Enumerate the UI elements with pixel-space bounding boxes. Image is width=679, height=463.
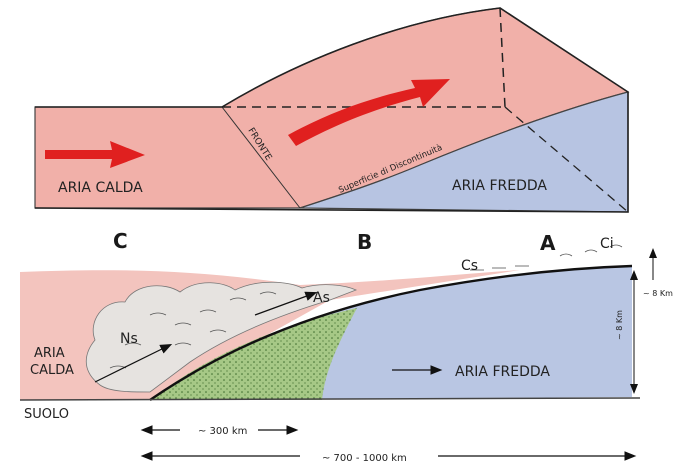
warm-air-label-line2: CALDA: [30, 363, 74, 378]
cold-air-label-top: ARIA FREDDA: [452, 178, 547, 194]
warm-air-label-line1: ARIA: [34, 346, 65, 361]
scale-bars: ~ 300 km ~ 700 - 1000 km: [143, 426, 634, 463]
cloud-label-as: As: [313, 290, 330, 306]
cloud-label-ns: Ns: [120, 331, 138, 347]
section-label-c: C: [113, 229, 128, 253]
cloud-label-cs: Cs: [461, 258, 478, 274]
ground-label: SUOLO: [24, 407, 69, 422]
cloud-label-ci: Ci: [600, 236, 614, 252]
warm-air-label-top: ARIA CALDA: [58, 180, 143, 196]
top-block: ARIA CALDA ARIA FREDDA FRONTE Superficie…: [35, 8, 628, 212]
height-label-side: ~ 8 Km: [615, 310, 624, 340]
section-label-a: A: [540, 231, 556, 255]
cold-air-label: ARIA FREDDA: [455, 364, 550, 380]
scale-label-short: ~ 300 km: [198, 426, 247, 437]
scale-label-long: ~ 700 - 1000 km: [322, 453, 407, 463]
height-label-top: ~ 8 Km: [643, 289, 673, 298]
cross-section: Ns As Cs Ci ARIA CALDA ARIA FREDDA SUOLO…: [20, 236, 673, 422]
section-label-b: B: [357, 230, 372, 254]
